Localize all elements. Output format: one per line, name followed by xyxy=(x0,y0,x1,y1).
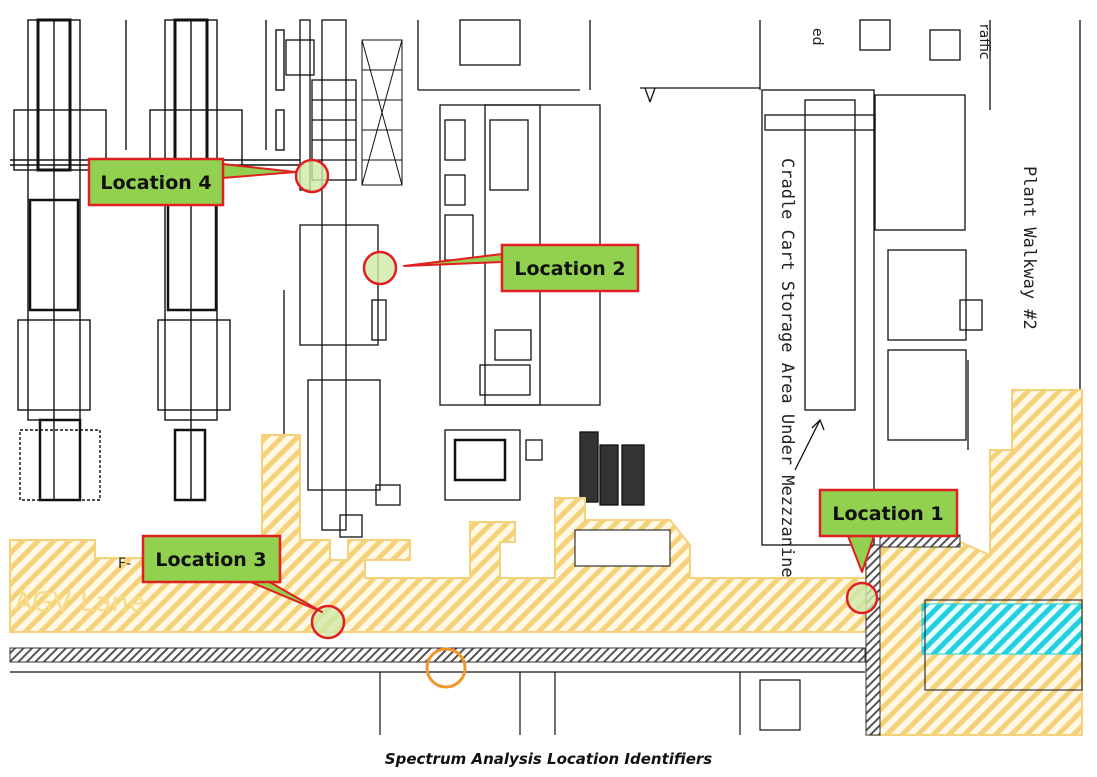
lower-rooms xyxy=(10,671,865,735)
f-marker-label: F- xyxy=(118,556,131,572)
callout-label: Location 4 xyxy=(100,172,211,194)
callout-box xyxy=(141,534,282,584)
machine-lines xyxy=(10,18,300,502)
callout-location-4: Location 4 xyxy=(87,157,225,207)
location-markers xyxy=(294,158,879,689)
cyan-hatch-zone xyxy=(921,603,1083,655)
location-2-marker xyxy=(362,250,398,286)
location-1-marker xyxy=(845,581,879,615)
callout-label: Location 2 xyxy=(514,258,625,280)
storage-area-label: Cradle Cart Storage Area Under Mezzzanin… xyxy=(777,158,797,578)
callout-location-2: Location 2 xyxy=(500,243,640,293)
callout-label: Location 1 xyxy=(832,503,943,525)
walkway-label: Plant Walkway #2 xyxy=(1019,166,1039,330)
lane-white-inset xyxy=(924,599,1083,691)
agv-lane-label: AGV Lane xyxy=(14,587,145,618)
callout-box xyxy=(500,243,640,293)
traffic-fragment-label: raffic xyxy=(976,24,992,60)
callout-label: Location 3 xyxy=(155,549,266,571)
callout-location-1: Location 1 xyxy=(818,488,959,538)
location-3-marker xyxy=(310,604,346,640)
agv-lane-area xyxy=(9,389,1083,736)
callout-box xyxy=(87,157,225,207)
callout-location-3: Location 3 xyxy=(141,534,282,584)
callout-pointers xyxy=(221,163,875,613)
figure-caption: Spectrum Analysis Location Identifiers xyxy=(384,750,713,768)
orange-marker xyxy=(425,647,467,689)
lane-inner-block xyxy=(574,529,671,567)
mezzanine-area xyxy=(759,20,1081,546)
top-fragment-label: ed xyxy=(809,28,825,46)
callout-box xyxy=(818,488,959,538)
location-4-marker xyxy=(294,158,330,194)
